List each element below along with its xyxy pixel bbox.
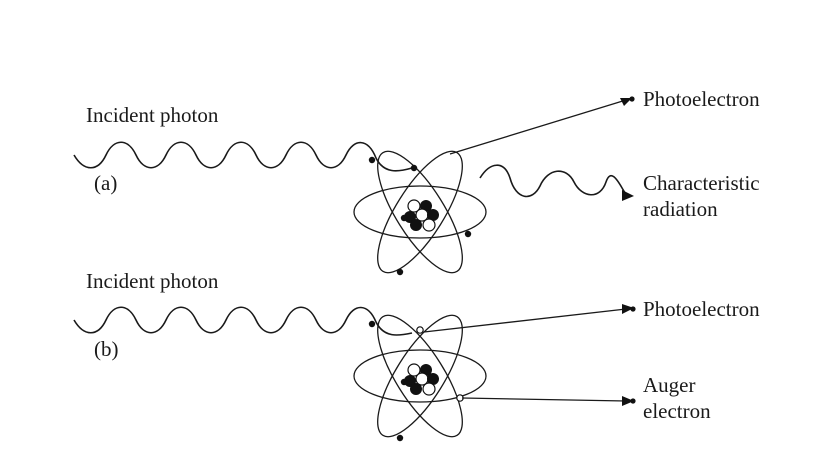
orbit-a1 [353, 185, 487, 239]
nucleus-b [404, 363, 439, 396]
incident-photon-wave-a [73, 141, 413, 172]
orbit-a2 [377, 150, 463, 274]
panel-b-tag: (b) [94, 337, 119, 361]
electron-b3 [400, 378, 408, 386]
electron-a1 [368, 156, 376, 164]
orbit-b2 [377, 314, 463, 438]
orbit-b3 [377, 314, 463, 438]
electron-a4 [464, 230, 472, 238]
electron-a3 [400, 214, 408, 222]
orbit-a3 [377, 150, 463, 274]
characteristic-label-line2: radiation [643, 197, 718, 221]
electron-b1 [368, 320, 376, 328]
photoelectron-arrow-b [423, 304, 636, 333]
auger-label-line2: electron [643, 399, 711, 423]
photoelectron-label-b: Photoelectron [643, 297, 760, 321]
incident-photon-label-a: Incident photon [86, 103, 219, 127]
photoelectron-label-a: Photoelectron [643, 87, 760, 111]
atom-b [353, 314, 487, 442]
incident-photon-wave-b [73, 306, 413, 336]
auger-electron-arrow [461, 396, 636, 406]
photoelectron-arrow-a [449, 96, 635, 155]
characteristic-radiation-wave [479, 164, 627, 198]
panel-a: Incident photon (a) [73, 87, 760, 276]
characteristic-radiation-arrowhead [622, 190, 634, 201]
orbit-b1 [353, 349, 487, 403]
electron-a5 [396, 268, 404, 276]
electron-vacancy-b [416, 326, 424, 334]
incident-photon-label-b: Incident photon [86, 269, 219, 293]
panel-b: Incident photon (b) [73, 269, 760, 442]
nucleus-a [404, 199, 439, 232]
characteristic-label-line1: Characteristic [643, 171, 760, 195]
atom-a [353, 150, 487, 276]
electron-a2 [410, 164, 418, 172]
panel-a-tag: (a) [94, 171, 117, 195]
electron-b5 [396, 434, 404, 442]
auger-label-line1: Auger [643, 373, 695, 397]
